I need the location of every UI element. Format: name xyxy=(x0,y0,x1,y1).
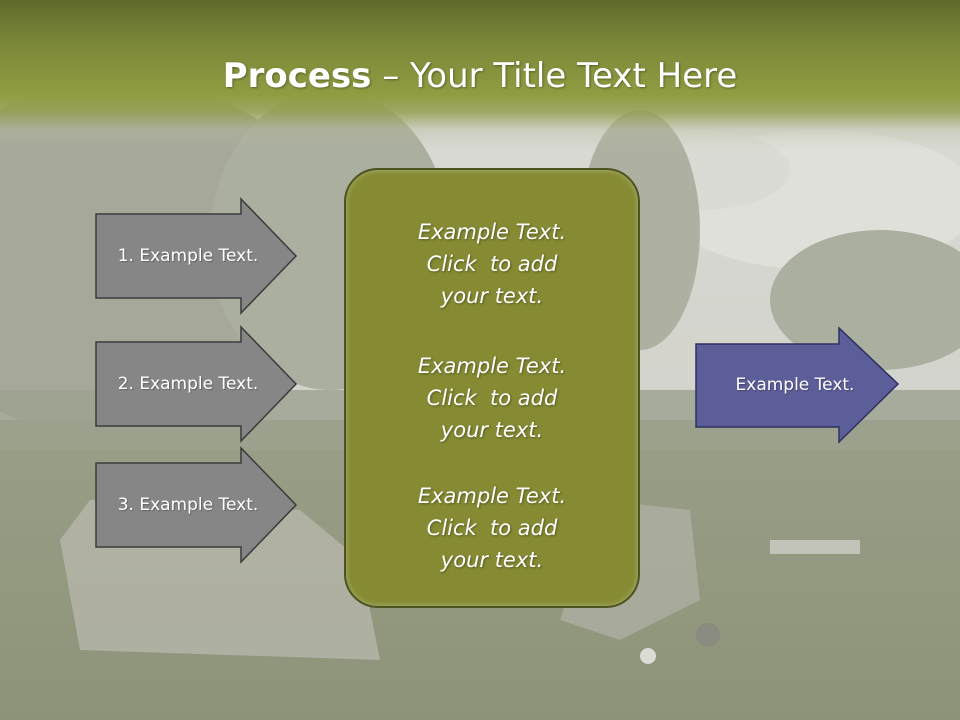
arrow-shape xyxy=(95,325,298,443)
process-step-3[interactable]: 3. Example Text. xyxy=(95,446,298,564)
arrow-shape xyxy=(95,446,298,564)
process-step-1[interactable]: 1. Example Text. xyxy=(95,197,298,315)
text-block-1[interactable]: Example Text. Click to add your text. xyxy=(346,216,638,312)
step-label: 2. Example Text. xyxy=(117,374,259,394)
block-line: Example Text. xyxy=(417,484,567,508)
block-line: Example Text. xyxy=(417,220,567,244)
page-title[interactable]: Process – Your Title Text Here xyxy=(0,50,960,102)
block-line: Click to add xyxy=(426,516,558,540)
center-content-box[interactable]: Example Text. Click to add your text. Ex… xyxy=(344,168,640,608)
block-line: your text. xyxy=(440,418,544,442)
block-line: Click to add xyxy=(426,386,558,410)
step-label: 3. Example Text. xyxy=(117,495,259,515)
text-block-3[interactable]: Example Text. Click to add your text. xyxy=(346,480,638,576)
result-label: Example Text. xyxy=(735,375,855,395)
arrow-shape xyxy=(95,197,298,315)
title-rest: – Your Title Text Here xyxy=(371,56,738,96)
result-arrow[interactable]: Example Text. xyxy=(695,326,900,444)
arrow-shape xyxy=(695,326,900,444)
block-line: Example Text. xyxy=(417,354,567,378)
block-line: your text. xyxy=(440,548,544,572)
block-line: your text. xyxy=(440,284,544,308)
title-bold: Process xyxy=(222,56,372,96)
process-step-2[interactable]: 2. Example Text. xyxy=(95,325,298,443)
text-block-2[interactable]: Example Text. Click to add your text. xyxy=(346,350,638,446)
block-line: Click to add xyxy=(426,252,558,276)
step-label: 1. Example Text. xyxy=(117,246,259,266)
title-band xyxy=(0,0,960,150)
